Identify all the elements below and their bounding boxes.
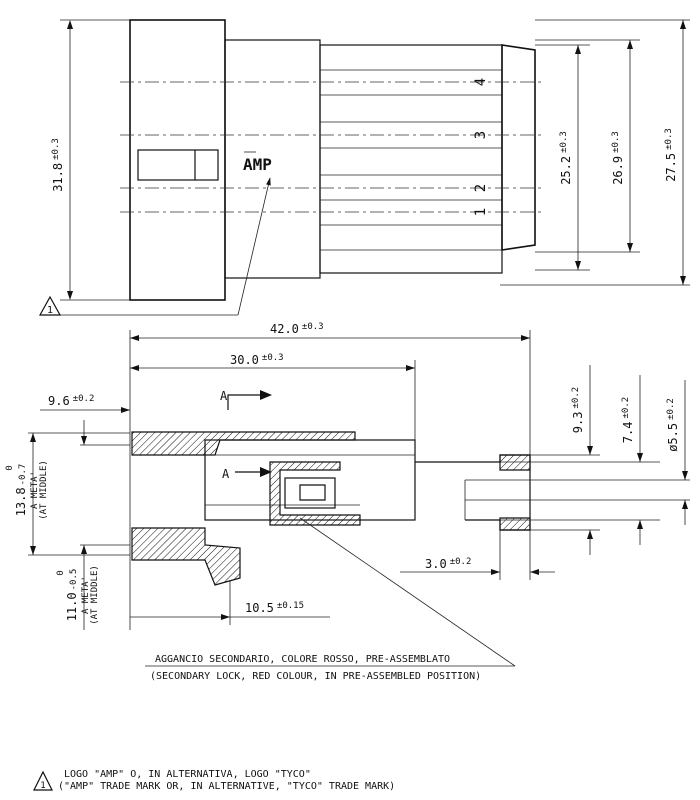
dim-27-5: 27.5±0.3	[664, 128, 678, 182]
dim-11-0: 11.0-0.5 0 A META' (AT MIDDLE)	[56, 565, 100, 625]
svg-text:13.8-0.7: 13.8-0.7	[14, 464, 28, 517]
svg-text:11.0-0.5: 11.0-0.5	[65, 569, 79, 622]
secondary-lock	[269, 461, 361, 526]
circuit-number-2: 2	[473, 184, 489, 192]
dim-7-4: 7.4±0.2	[621, 397, 635, 443]
circuit-number-1: 1	[473, 208, 489, 216]
housing-body	[129, 19, 226, 301]
housing-bottom-wall	[131, 527, 241, 586]
svg-text:A META': A META'	[81, 576, 91, 614]
dim-5-5-diameter: ø5.5±0.2	[666, 398, 680, 452]
housing-top-wall	[131, 431, 356, 456]
svg-text:1: 1	[47, 305, 53, 316]
end-plate	[501, 44, 536, 251]
svg-text:("AMP" TRADE MARK OR, IN ALTER: ("AMP" TRADE MARK OR, IN ALTERNATIVE, "T…	[58, 781, 395, 792]
revision-flag-icon: 1	[38, 295, 62, 316]
amp-logo: AMP	[243, 155, 272, 174]
dim-13-8: 13.8-0.7 0 A META' (AT MIDDLE)	[5, 460, 49, 520]
svg-text:LOGO "AMP" O, IN ALTERNATIVA,: LOGO "AMP" O, IN ALTERNATIVA, LOGO "TYCO…	[64, 769, 311, 780]
svg-text:0: 0	[56, 570, 66, 575]
dim-42-0: 42.0±0.3	[270, 322, 324, 336]
latch-window	[137, 149, 219, 181]
dim-30-0: 30.0±0.3	[230, 353, 284, 367]
circuit-number-3: 3	[473, 131, 489, 139]
dim-9-3: 9.3±0.2	[571, 387, 585, 433]
section-view: 42.0±0.3 30.0±0.3 9.6±0.2 A A	[5, 322, 690, 630]
section-label-a-top: A	[220, 389, 228, 403]
revision-flag-icon: 1	[33, 770, 53, 791]
centerlines	[120, 81, 545, 213]
svg-text:AGGANCIO SECONDARIO, COLORE RO: AGGANCIO SECONDARIO, COLORE ROSSO, PRE-A…	[155, 654, 450, 665]
ribs	[320, 69, 502, 251]
dim-9-6: 9.6±0.2	[48, 394, 94, 408]
dim-31-8: 31.8±0.3	[51, 138, 65, 192]
svg-text:1: 1	[40, 781, 45, 791]
svg-text:0: 0	[5, 465, 15, 470]
circuit-number-4: 4	[473, 78, 489, 86]
housing-mid	[224, 39, 321, 279]
svg-text:(AT MIDDLE): (AT MIDDLE)	[90, 565, 100, 625]
footnote: 1 LOGO "AMP" O, IN ALTERNATIVA, LOGO "TY…	[33, 769, 395, 792]
svg-text:(SECONDARY LOCK, RED COLOUR, I: (SECONDARY LOCK, RED COLOUR, IN PRE-ASSE…	[150, 671, 481, 682]
secondary-lock-callout: AGGANCIO SECONDARIO, COLORE ROSSO, PRE-A…	[145, 517, 516, 682]
svg-text:A META': A META'	[30, 471, 40, 509]
dim-10-5: 10.5±0.15	[245, 601, 304, 615]
top-view: 4 3 2 1 AMP 1 31.8±0.3 25.2±0.3 26.9±0.3	[38, 19, 690, 316]
dim-25-2: 25.2±0.3	[559, 131, 573, 185]
dim-26-9: 26.9±0.3	[611, 131, 625, 185]
dim-3-0: 3.0±0.2	[425, 557, 471, 571]
svg-text:(AT MIDDLE): (AT MIDDLE)	[39, 460, 49, 520]
section-label-a-mid: A	[222, 467, 230, 481]
